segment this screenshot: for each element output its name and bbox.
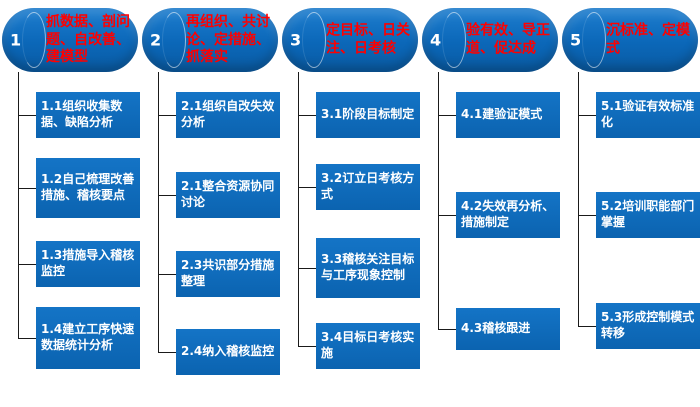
connector-branch — [18, 338, 36, 339]
stage-title: 沉标准、定模式 — [606, 22, 690, 57]
stage-number: 5 — [570, 30, 582, 50]
stage-column-5: 5 沉标准、定模式 5.1验证有效标准化 5.2培训职能部门掌握 5.3形成控制… — [560, 0, 700, 407]
connector-branch — [578, 326, 596, 327]
task-box: 1.1组织收集数据、缺陷分析 — [36, 92, 140, 138]
task-box: 4.1建验证模式 — [456, 92, 560, 138]
task-box: 3.2订立日考核方式 — [316, 164, 420, 210]
task-box: 2.4纳入稽核监控 — [176, 329, 280, 375]
connector-branch — [578, 115, 596, 116]
connector-line — [298, 72, 299, 346]
stage-header-3: 3 定目标、日关注、日考核 — [282, 8, 418, 72]
connector-branch — [18, 264, 36, 265]
stage-column-4: 4 验有效、导正道、促达成 4.1建验证模式 4.2失效再分析、措施制定 4.3… — [420, 0, 560, 407]
task-box: 5.1验证有效标准化 — [596, 92, 700, 138]
connector-branch — [158, 195, 176, 196]
task-box: 1.3措施导入稽核监控 — [36, 241, 140, 287]
connector-branch — [298, 346, 316, 347]
task-box: 3.1阶段目标制定 — [316, 92, 420, 138]
stage-number: 4 — [430, 30, 442, 50]
connector-line — [158, 72, 159, 352]
stage-title: 验有效、导正道、促达成 — [466, 22, 550, 57]
connector-branch — [158, 115, 176, 116]
connector-branch — [438, 115, 456, 116]
stage-column-1: 1 抓数据、剖问题、自改善、建模型 1.1组织收集数据、缺陷分析 1.2自己梳理… — [0, 0, 140, 407]
connector-branch — [298, 115, 316, 116]
task-box: 1.2自己梳理改善措施、稽核要点 — [36, 158, 140, 218]
task-box: 3.3稽核关注目标与工序现象控制 — [316, 238, 420, 298]
stage-number: 3 — [290, 30, 302, 50]
task-box: 2.1整合资源协同讨论 — [176, 172, 280, 218]
connector-branch — [18, 188, 36, 189]
stage-title: 抓数据、剖问题、自改善、建模型 — [46, 13, 130, 65]
connector-branch — [438, 329, 456, 330]
stage-title: 再组织、共讨论、定措施、抓落实 — [186, 13, 270, 65]
connector-branch — [438, 215, 456, 216]
connector-branch — [158, 352, 176, 353]
stage-column-3: 3 定目标、日关注、日考核 3.1阶段目标制定 3.2订立日考核方式 3.3稽核… — [280, 0, 420, 407]
connector-branch — [158, 274, 176, 275]
stage-header-5: 5 沉标准、定模式 — [562, 8, 698, 72]
task-box: 4.2失效再分析、措施制定 — [456, 192, 560, 238]
connector-line — [438, 72, 439, 329]
stage-column-2: 2 再组织、共讨论、定措施、抓落实 2.1组织自改失效分析 2.1整合资源协同讨… — [140, 0, 280, 407]
task-box: 5.2培训职能部门掌握 — [596, 192, 700, 238]
connector-branch — [578, 215, 596, 216]
stage-header-4: 4 验有效、导正道、促达成 — [422, 8, 558, 72]
connector-line — [18, 72, 19, 338]
stage-header-1: 1 抓数据、剖问题、自改善、建模型 — [2, 8, 138, 72]
stage-number: 1 — [10, 30, 22, 50]
connector-line — [578, 72, 579, 326]
stage-number: 2 — [150, 30, 162, 50]
connector-branch — [18, 115, 36, 116]
connector-branch — [298, 187, 316, 188]
connector-branch — [298, 268, 316, 269]
stage-title: 定目标、日关注、日考核 — [326, 22, 410, 57]
task-box: 2.1组织自改失效分析 — [176, 92, 280, 138]
task-box: 2.3共识部分措施整理 — [176, 251, 280, 297]
task-box: 3.4目标日考核实施 — [316, 323, 420, 369]
task-box: 4.3稽核跟进 — [456, 308, 560, 350]
task-box: 5.3形成控制模式转移 — [596, 303, 700, 349]
task-box: 1.4建立工序快速数据统计分析 — [36, 307, 140, 369]
stage-header-2: 2 再组织、共讨论、定措施、抓落实 — [142, 8, 278, 72]
